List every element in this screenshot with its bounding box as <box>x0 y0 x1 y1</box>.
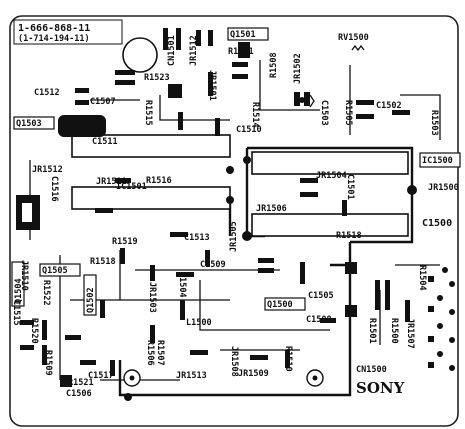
svg-text:C1510: C1510 <box>236 125 262 135</box>
q1502-transistor: Q1502 <box>83 274 97 316</box>
svg-text:JR1509: JR1509 <box>238 369 269 379</box>
svg-text:JR1512: JR1512 <box>189 35 199 66</box>
svg-text:JR1506: JR1506 <box>256 204 287 214</box>
svg-text:JR1512: JR1512 <box>32 165 63 175</box>
q1503-transistor: Q1503 <box>13 115 106 137</box>
svg-text:R1518: R1518 <box>336 231 362 241</box>
q1504-transistor: Q1504 <box>11 261 25 307</box>
svg-text:R1518: R1518 <box>90 257 116 267</box>
mounting-hole <box>122 37 158 73</box>
svg-text:R1507: R1507 <box>155 340 165 366</box>
svg-text:IC1500: IC1500 <box>422 156 453 166</box>
svg-text:R1506: R1506 <box>145 340 155 366</box>
svg-text:JR1500: JR1500 <box>428 183 459 193</box>
svg-text:R1514: R1514 <box>250 102 260 128</box>
pads <box>123 97 417 401</box>
svg-text:C1515: C1515 <box>11 300 21 326</box>
svg-text:RV1500: RV1500 <box>338 33 369 43</box>
svg-text:Q1505: Q1505 <box>42 266 68 276</box>
svg-text:Q1503: Q1503 <box>16 119 42 129</box>
svg-text:C1504: C1504 <box>177 272 187 298</box>
svg-text:Q1501: Q1501 <box>230 30 256 40</box>
q1505-transistor: Q1505 <box>39 263 81 277</box>
svg-text:C1512: C1512 <box>34 88 60 98</box>
part-number: 1-666-868-11 <box>18 23 90 34</box>
svg-text:C1503: C1503 <box>319 100 329 126</box>
smd-components <box>20 28 410 387</box>
svg-text:JR1504: JR1504 <box>316 171 347 181</box>
svg-text:R1515: R1515 <box>143 100 153 126</box>
rv1500-zigzag <box>351 44 365 52</box>
svg-text:JR1505: JR1505 <box>229 221 239 252</box>
svg-text:R1511: R1511 <box>228 47 254 57</box>
svg-text:C1506: C1506 <box>66 389 92 399</box>
svg-text:R1505: R1505 <box>343 100 353 126</box>
svg-text:R1523: R1523 <box>144 73 170 83</box>
svg-text:C1513: C1513 <box>184 233 210 243</box>
svg-text:R1503: R1503 <box>429 110 439 136</box>
svg-text:CN1501: CN1501 <box>167 35 177 66</box>
svg-text:C1507: C1507 <box>90 97 116 107</box>
svg-text:R1500: R1500 <box>389 318 399 344</box>
svg-text:JR1513: JR1513 <box>176 371 207 381</box>
svg-text:L1500: L1500 <box>186 318 212 328</box>
svg-text:R1516: R1516 <box>146 176 172 186</box>
svg-text:R1501: R1501 <box>367 318 377 344</box>
brand-logo: SONY <box>356 379 405 397</box>
q1500-transistor: Q1500 <box>264 297 306 311</box>
svg-text:JR1508: JR1508 <box>229 346 239 377</box>
svg-text:R1521: R1521 <box>68 378 94 388</box>
svg-text:C1502: C1502 <box>376 101 402 111</box>
svg-text:Q1502: Q1502 <box>86 287 96 313</box>
svg-text:CN1500: CN1500 <box>356 365 387 375</box>
svg-text:JR1503: JR1503 <box>147 282 157 313</box>
svg-text:JR1511: JR1511 <box>96 177 127 187</box>
svg-text:JR1501: JR1501 <box>207 70 217 101</box>
part-number-box <box>13 19 123 45</box>
svg-text:R1519: R1519 <box>112 237 138 247</box>
svg-text:C1508: C1508 <box>306 315 332 325</box>
svg-text:Q1504: Q1504 <box>14 278 24 304</box>
svg-text:JR1510: JR1510 <box>19 260 29 291</box>
svg-text:C1505: C1505 <box>308 291 334 301</box>
ic1501-package: IC1501 <box>71 134 231 210</box>
svg-text:Q1500: Q1500 <box>267 300 293 310</box>
part-number-alt: (1-714-194-11) <box>18 34 90 44</box>
ic1500-package: IC1500 <box>251 151 461 237</box>
svg-text:R1504: R1504 <box>417 265 427 291</box>
svg-text:C1509: C1509 <box>200 260 226 270</box>
svg-text:C1516: C1516 <box>49 176 59 202</box>
svg-text:R1522: R1522 <box>41 280 51 306</box>
svg-text:JR1502: JR1502 <box>293 53 303 84</box>
svg-text:R1508: R1508 <box>269 52 279 78</box>
cn1500-connector <box>428 267 455 371</box>
reference-labels: CN1501 JR1512 R1511 R1508 RV1500 JR1502 … <box>11 33 459 399</box>
svg-text:R1510: R1510 <box>283 346 293 372</box>
svg-text:JR1507: JR1507 <box>405 318 415 349</box>
svg-text:IC1501: IC1501 <box>116 182 147 192</box>
board-outline <box>9 15 459 427</box>
svg-text:R1520: R1520 <box>29 318 39 344</box>
q1501-transistor: Q1501 <box>227 27 269 58</box>
svg-text:R1509: R1509 <box>43 350 53 376</box>
svg-text:C1501: C1501 <box>345 174 355 200</box>
svg-text:C1511: C1511 <box>92 137 118 147</box>
svg-text:C1500: C1500 <box>422 218 452 229</box>
svg-text:C1517: C1517 <box>88 371 114 381</box>
